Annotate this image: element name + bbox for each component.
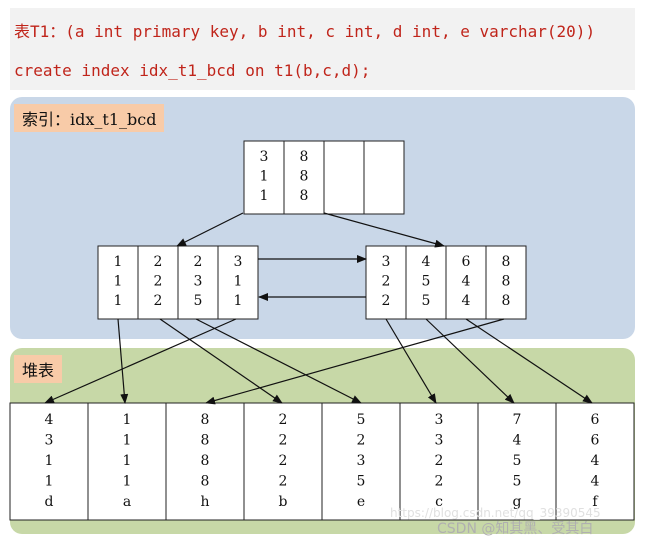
right-leaf-node-value: 8	[502, 274, 511, 290]
pointer-arrow	[195, 318, 362, 404]
pointer-arrow	[465, 318, 593, 404]
right-leaf-node-value: 5	[422, 274, 431, 290]
heap-row-value: 4	[591, 453, 600, 469]
heap-row-value: g	[513, 494, 522, 510]
heap-row-value: a	[123, 494, 131, 510]
root-node-value: 3	[260, 149, 269, 165]
left-leaf-node-value: 2	[194, 254, 203, 270]
heap-row-value: 7	[513, 412, 522, 428]
heap-row-value: d	[45, 494, 54, 510]
heap-row-value: 2	[357, 433, 366, 449]
pointer-arrow	[385, 318, 437, 404]
left-leaf-node-value: 5	[194, 293, 203, 309]
heap-row-value: 1	[123, 453, 132, 469]
right-leaf-node-value: 5	[422, 293, 431, 309]
right-leaf-node-value: 4	[462, 274, 471, 290]
root-node: 3 1 1 8 8 8	[243, 140, 405, 215]
heap-row-value: 6	[591, 433, 600, 449]
heap-row-value: e	[357, 494, 365, 510]
left-leaf-node-value: 2	[154, 293, 163, 309]
left-leaf-node-value: 1	[114, 274, 123, 290]
left-leaf-node-value: 1	[234, 274, 243, 290]
heap-row-value: 4	[513, 433, 522, 449]
pointer-arrow	[323, 212, 445, 248]
heap-row-value: 3	[357, 453, 366, 469]
left-leaf-node-value: 3	[194, 274, 203, 290]
root-node-value: 8	[300, 188, 309, 204]
heap-label: 堆表	[14, 355, 63, 383]
left-leaf-node-value: 1	[114, 254, 123, 270]
heap-row-value: 2	[279, 453, 288, 469]
right-leaf-node-value: 8	[502, 254, 511, 270]
left-leaf-node-value: 1	[114, 293, 123, 309]
right-leaf-node-value: 3	[382, 254, 391, 270]
heap-row-value: 4	[591, 474, 600, 490]
left-leaf-node-value: 2	[154, 254, 163, 270]
heap-row-value: 6	[591, 412, 600, 428]
heap-row-value: 3	[435, 412, 444, 428]
pointer-arrow	[117, 318, 129, 404]
heap-row-value: 1	[123, 433, 132, 449]
root-node-value: 1	[260, 188, 269, 204]
index-label: 索引：idx_t1_bcd	[14, 104, 165, 132]
heap-row-value: 2	[435, 474, 444, 490]
heap-row-value: 5	[357, 474, 366, 490]
left-leaf-node-value: 2	[154, 274, 163, 290]
pointer-arrow	[176, 212, 244, 247]
heap-row-value: 5	[357, 412, 366, 428]
code-block: 表T1：(a int primary key, b int, c int, d …	[10, 8, 635, 90]
heap-row-value: 1	[45, 453, 54, 469]
pointer-arrow	[44, 318, 237, 404]
heap-row-value: 1	[123, 412, 132, 428]
right-leaf-node-value: 4	[422, 254, 431, 270]
left-leaf-node-value: 3	[234, 254, 243, 270]
pointer-arrow	[159, 318, 283, 404]
right-leaf-node: 3 2 2 4 5 5 6 4 4 8 8 8	[365, 245, 527, 320]
heap-table: 4 3 1 1 d 1 1 1 1 a 8 8 8 8 h 2 2 2 2 b 5 2 3 5 e 3 3 2 2 c 7 4 5 5 g 6 6 4 4 f	[9, 402, 635, 521]
heap-row-value: 2	[279, 433, 288, 449]
heap-row-value: 1	[123, 474, 132, 490]
root-node-value: 8	[300, 169, 309, 185]
heap-row-value: 3	[45, 433, 54, 449]
watermark-credit: CSDN @知其黑、受其白	[437, 521, 594, 537]
heap-row-value: 4	[45, 412, 54, 428]
heap-row-value: h	[200, 494, 209, 510]
heap-row-value: f	[592, 494, 599, 510]
heap-row-value: 2	[435, 453, 444, 469]
heap-row-value: 2	[279, 474, 288, 490]
heap-row-value: b	[279, 494, 288, 510]
create-index-statement: create index idx_t1_bcd on t1(b,c,d);	[14, 61, 371, 80]
heap-row-value: 8	[201, 412, 210, 428]
watermark-url: https://blog.csdn.net/qq_39390545	[390, 506, 601, 520]
heap-row-value: 1	[45, 474, 54, 490]
right-leaf-node-value: 4	[462, 293, 471, 309]
root-node-value: 1	[260, 169, 269, 185]
right-leaf-node-value: 2	[382, 274, 391, 290]
heap-row-value: 8	[201, 453, 210, 469]
heap-row-value: 8	[201, 474, 210, 490]
pointer-arrow	[205, 318, 505, 405]
heap-row-value: 8	[201, 433, 210, 449]
pointer-arrow	[425, 318, 515, 404]
heap-row-value: 5	[513, 453, 522, 469]
right-leaf-node-value: 2	[382, 293, 391, 309]
right-leaf-node-value: 6	[462, 254, 471, 270]
heap-row-value: 2	[279, 412, 288, 428]
root-node-value: 8	[300, 149, 309, 165]
heap-row-value: c	[435, 494, 443, 510]
left-leaf-node: 1 1 1 2 2 2 2 3 5 3 1 1	[97, 245, 259, 320]
left-leaf-node-value: 1	[234, 293, 243, 309]
right-leaf-node-value: 8	[502, 293, 511, 309]
heap-row-value: 3	[435, 433, 444, 449]
table-definition: 表T1：(a int primary key, b int, c int, d …	[14, 22, 596, 41]
heap-row-value: 5	[513, 474, 522, 490]
